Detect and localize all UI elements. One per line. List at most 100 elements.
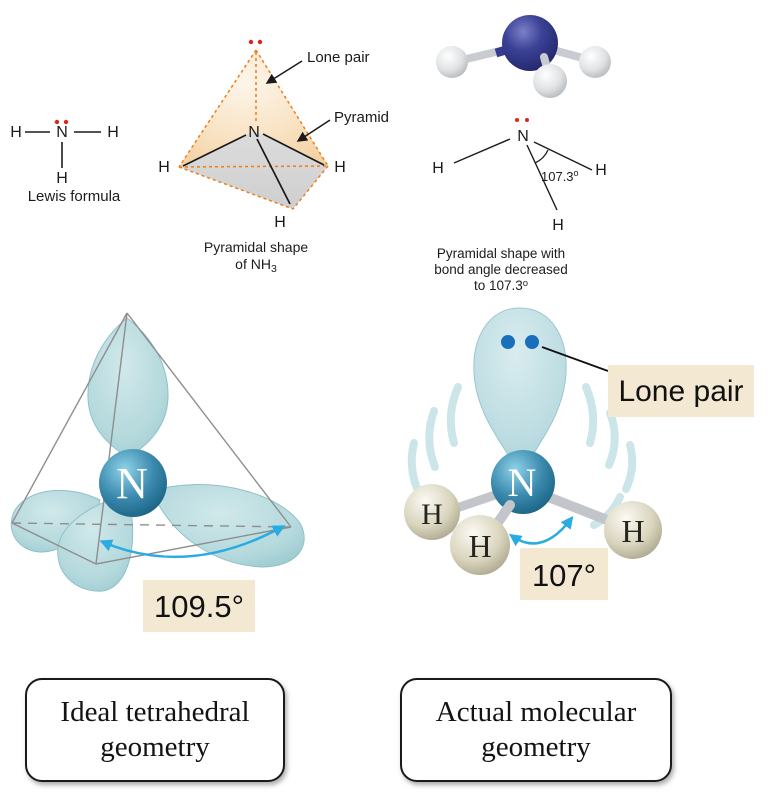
lone-pair-dot: [54, 119, 60, 125]
edge-apex-left: [178, 49, 257, 168]
n-atom-sphere: [99, 449, 167, 517]
bond-lines: [182, 133, 325, 205]
lone-pair-dot: [525, 118, 529, 122]
wire-apex-left: [11, 312, 128, 524]
h-atom-sphere-middle: [450, 515, 510, 575]
ideal-geometry-line2: geometry: [100, 731, 210, 763]
ballstick-figure: N H H H 107.3o Pyramidal shape with bond…: [432, 15, 611, 293]
h-atom-ball-middle: [533, 64, 567, 98]
wire-apex-front: [95, 312, 128, 565]
atom-label-h-bottom: H: [56, 170, 68, 187]
edge-apex-right: [255, 49, 329, 167]
lone-pair-label-box: [608, 365, 754, 417]
h-atom-sphere-left: [404, 484, 460, 540]
tetrahedron: N H H H: [158, 39, 346, 231]
atom-label-h-right: H: [595, 162, 607, 179]
wire-left-front: [11, 522, 97, 565]
lone-pair-dot: [257, 39, 263, 45]
dashed-edges: [178, 49, 329, 210]
caption-text: to 107.3: [474, 278, 523, 293]
h-atom-ball-right: [579, 46, 611, 78]
lone-pair-electron-dot: [525, 335, 539, 349]
bond-n-hleft: [182, 134, 247, 167]
angle-label: 109.5°: [154, 589, 244, 624]
sp3-orbitals: [10, 317, 305, 592]
atom-label-n: N: [116, 459, 148, 508]
ripple: [446, 383, 462, 447]
wire-apex-right: [126, 312, 292, 528]
atom-label-n: N: [517, 128, 529, 145]
ripple: [407, 439, 422, 495]
ripple: [425, 407, 439, 471]
angle-value: 107.3: [541, 169, 574, 184]
actual-orbital-figure: Lone pair H N H H 107°: [404, 307, 754, 600]
lone-pair-arrow: [265, 60, 303, 84]
angle-label-box: [520, 548, 608, 600]
pyramid-arrow: [296, 119, 331, 142]
bond-n-hright: [262, 133, 325, 166]
lone-pair-dot: [248, 39, 254, 45]
angle-label: 107°: [532, 558, 596, 593]
pyramid-face: [179, 50, 328, 167]
angle-label-box: [143, 580, 255, 632]
atom-label-h-left: H: [421, 498, 443, 531]
ripple: [605, 409, 619, 469]
ideal-geometry-line1: Ideal tetrahedral: [60, 696, 250, 728]
atom-label-h-bottom: H: [274, 214, 286, 231]
pyramid-caption-line2: of NH3: [235, 256, 277, 275]
atom-label-n: N: [248, 124, 260, 141]
ripple: [590, 493, 624, 529]
atom-label-h-right: H: [107, 124, 119, 141]
angle-arc: [534, 149, 549, 164]
lone-pair-leader-line: [541, 346, 609, 372]
structural-formula: N H H H 107.3o: [432, 118, 607, 234]
atom-label-h-right: H: [334, 159, 346, 176]
actual-geometry-line2: geometry: [481, 731, 591, 763]
pyramid-callout-label: Pyramid: [334, 109, 389, 126]
angle-arrow: [99, 525, 286, 559]
ballstick-caption-line2: bond angle decreased: [434, 262, 568, 277]
edge-left-bottom: [178, 166, 294, 210]
ideal-orbital-figure: N 109.5°: [10, 312, 305, 632]
lewis-caption: Lewis formula: [28, 188, 121, 205]
degree-mark: o: [523, 278, 528, 289]
atom-label-n: N: [56, 124, 68, 141]
bond-n-hbottom: [526, 144, 558, 211]
h-atom-ball-left: [436, 46, 468, 78]
ball-and-stick-model: [436, 15, 611, 98]
ballstick-caption-line1: Pyramidal shape with: [437, 246, 565, 261]
lone-pair-dot: [515, 118, 519, 122]
degree-mark: o: [574, 168, 579, 178]
angle-arrow: [508, 516, 574, 547]
lone-pair-dot: [63, 119, 69, 125]
pyramid-caption-line1: Pyramidal shape: [204, 239, 308, 255]
atom-label-h-left: H: [10, 124, 22, 141]
lone-pair-orbital-balloon: [473, 307, 567, 464]
ideal-geometry-label-box: Ideal tetrahedral geometry: [25, 678, 285, 782]
actual-geometry-label-box: Actual molecular geometry: [400, 678, 672, 782]
actual-geometry-line1: Actual molecular: [435, 696, 637, 728]
bond-n-hbottom: [256, 138, 291, 205]
pyramid-figure: N H H H Lone pair Pyramid Pyramidal shap…: [158, 39, 389, 275]
bond-n-hright: [533, 141, 593, 171]
ripple: [622, 441, 637, 493]
lewis-structure: H N H H: [10, 119, 119, 187]
n-atom-sphere: [491, 450, 555, 514]
caption-text: of NH: [235, 256, 271, 272]
atom-label-h-middle: H: [468, 528, 491, 564]
h-atom-sphere-right: [604, 501, 662, 559]
atom-label-h-left: H: [432, 160, 444, 177]
bond-angle-label: 107.3o: [541, 168, 579, 184]
lewis-formula-figure: H N H H Lewis formula: [10, 119, 121, 205]
ripple: [582, 383, 598, 447]
lone-pair-label: Lone pair: [618, 375, 743, 408]
bond-n-hleft: [453, 138, 511, 164]
lone-pair-callout-label: Lone pair: [307, 49, 370, 66]
lone-pair-orbital-lobe: [87, 317, 169, 458]
atom-label-h-left: H: [158, 159, 170, 176]
atom-label-h-right: H: [621, 513, 644, 549]
caption-subscript: 3: [271, 263, 277, 275]
edge-left-right: [178, 165, 329, 168]
atom-label-n: N: [508, 460, 537, 505]
